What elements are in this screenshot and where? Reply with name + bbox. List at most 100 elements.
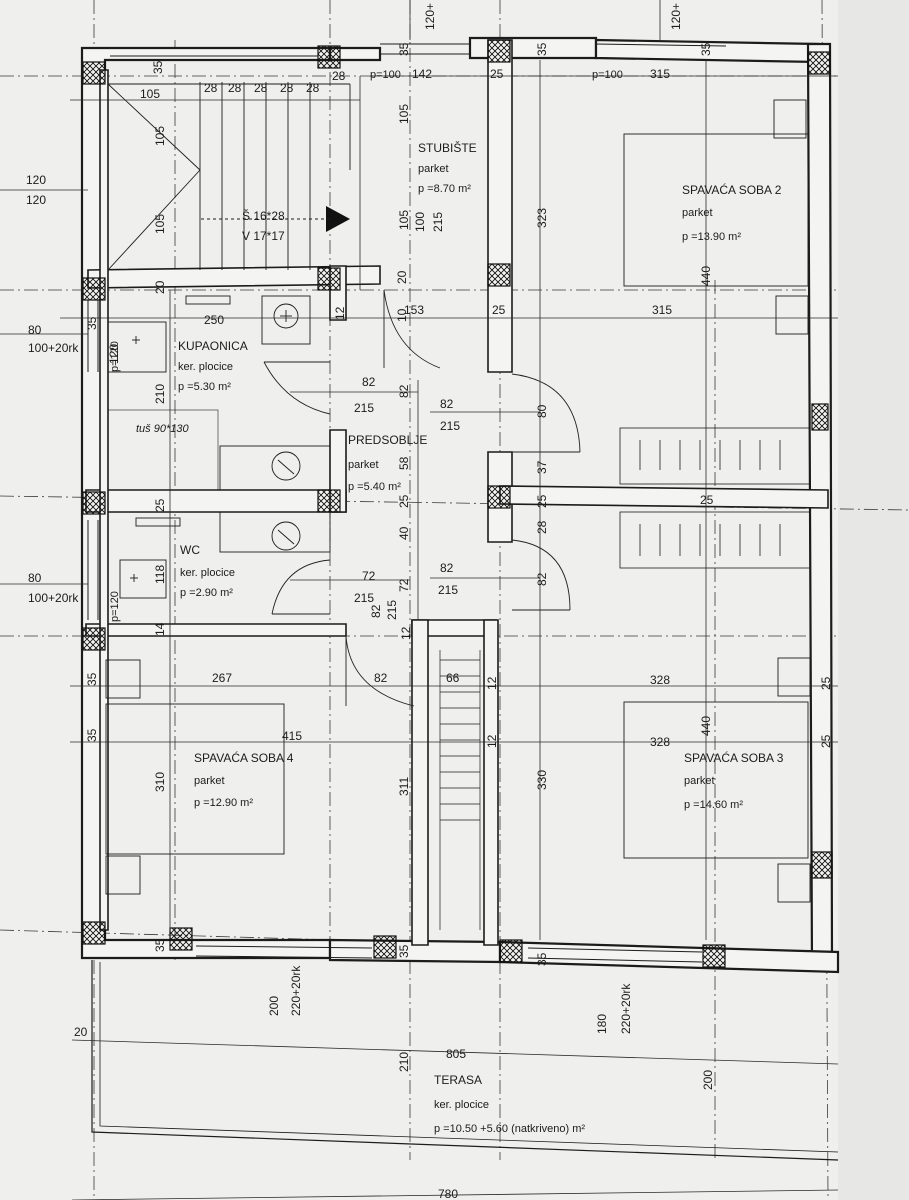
room-name: WC (180, 543, 200, 557)
room-floor: ker. plocice (434, 1099, 489, 1111)
dimension-label: 440 (699, 266, 713, 286)
dimension-label: 12 (485, 676, 499, 690)
room-area: p =8.70 m² (418, 183, 471, 195)
dimension-label: 100 (413, 212, 427, 232)
window-mark: 180 (595, 1014, 609, 1034)
dimension-label: 25 (153, 498, 167, 512)
dimension-label: 310 (153, 772, 167, 792)
dimension-label: 72 (362, 569, 376, 583)
dimension-label: 311 (397, 777, 411, 796)
lower-stair (439, 650, 481, 930)
room-floor: parket (194, 775, 225, 787)
dimension-label: 35 (397, 42, 411, 56)
room-kupaonica: KUPAONICA ker. plocice p =5.30 m² (178, 339, 248, 393)
parapet-label: p=100 (370, 69, 401, 81)
dimension-label: 215 (431, 212, 445, 232)
room-name: PREDSOBLJE (348, 433, 427, 447)
room-soba-3: SPAVAĆA SOBA 3 parket p =14.60 m² (684, 750, 784, 811)
room-name: SPAVAĆA SOBA 4 (194, 750, 294, 765)
dimension-label: 25 (700, 493, 714, 507)
shower-label: tuš 90*130 (136, 423, 189, 435)
room-area: p =13.90 m² (682, 231, 741, 243)
dimension-label: 35 (397, 944, 411, 958)
dimension-label: 35 (85, 672, 99, 686)
dimension-label: 780 (438, 1187, 458, 1200)
dimension-label: 440 (699, 716, 713, 736)
room-floor: parket (348, 459, 379, 471)
dimension-label: 328 (650, 735, 670, 749)
window-mark: 220+20rk (619, 983, 633, 1034)
room-name: SPAVAĆA SOBA 3 (684, 750, 784, 765)
dimension-label: 82 (397, 384, 411, 398)
dimension-label: 82 (374, 671, 388, 685)
dimension-label: 35 (85, 728, 99, 742)
dimension-label: 28 (254, 81, 268, 95)
dimension-label: 82 (440, 561, 454, 575)
dimension-label: 20 (153, 280, 167, 294)
room-stubiste: STUBIŠTE parket p =8.70 m² (418, 140, 477, 195)
dimension-label: 25 (819, 676, 833, 690)
window-mark: 120 (26, 193, 46, 207)
dimension-label: 105 (153, 126, 167, 146)
dimension-label: 28 (306, 81, 320, 95)
dimension-label: 215 (354, 591, 374, 605)
dimension-label: 20 (74, 1025, 88, 1039)
dimension-label: 82 (440, 397, 454, 411)
dimension-label: 12 (485, 734, 499, 748)
dimension-label: 25 (819, 734, 833, 748)
window-mark: 200 (267, 996, 281, 1016)
staircase (107, 82, 351, 271)
dimension-label: 12 (333, 306, 347, 320)
bathroom-fixtures (107, 295, 331, 599)
dimension-label: 58 (397, 456, 411, 470)
room-predsoblje: PREDSOBLJE parket p =5.40 m² (348, 433, 427, 493)
dimension-label: 105 (140, 87, 160, 101)
dimension-label: 215 (438, 583, 458, 597)
dimension-label: 210 (153, 384, 167, 404)
room-name: SPAVAĆA SOBA 2 (682, 182, 782, 197)
stair-spec-label: Š 16*28 (242, 208, 285, 223)
room-floor: ker. plocice (180, 567, 235, 579)
room-area: p =5.40 m² (348, 481, 401, 493)
dimension-label: 35 (151, 60, 165, 74)
dimension-label: 415 (282, 729, 302, 743)
dimension-label: 40 (397, 526, 411, 540)
terrace (71, 960, 839, 1200)
window-mark: 80 (28, 571, 42, 585)
room-floor: parket (418, 163, 449, 175)
window-mark: 220+20rk (289, 965, 303, 1016)
dimension-label: 215 (354, 401, 374, 415)
dimension-label: 28 (228, 81, 242, 95)
dimension-label: 805 (446, 1047, 466, 1061)
dimension-label: 328 (650, 673, 670, 687)
dimension-label: 35 (153, 938, 167, 952)
beds (105, 99, 811, 903)
dimension-label: 82 (362, 375, 376, 389)
windows (87, 43, 727, 963)
dimension-label: 120 (107, 344, 121, 364)
room-area: p =2.90 m² (180, 587, 233, 599)
page-shadow (838, 0, 909, 1200)
doors (263, 289, 581, 707)
dimension-label: 142 (412, 67, 432, 81)
dimension-label: 215 (440, 419, 460, 433)
dimension-label: 153 (404, 303, 424, 317)
dimension-label: 10 (395, 308, 409, 322)
outer-walls (80, 36, 840, 974)
dimension-label: 118 (153, 565, 167, 584)
dimension-label: 315 (650, 67, 670, 81)
dimension-label: 35 (699, 42, 713, 56)
room-soba-4: SPAVAĆA SOBA 4 parket p =12.90 m² (194, 750, 294, 809)
room-area: p =12.90 m² (194, 797, 253, 809)
dimension-label: 20 (395, 270, 409, 284)
room-terasa: TERASA ker. plocice p =10.50 +5.60 (natk… (434, 1073, 585, 1135)
dimension-label: 200 (701, 1070, 715, 1090)
room-area: p =14.60 m² (684, 799, 743, 811)
window-marks: 120 120 80 100+20rk 80 100+20rk 200 220+… (26, 3, 683, 1034)
dimension-label: 82 (369, 604, 383, 618)
room-floor: ker. plocice (178, 361, 233, 373)
dimension-label: 105 (153, 214, 167, 234)
room-floor: parket (682, 207, 713, 219)
